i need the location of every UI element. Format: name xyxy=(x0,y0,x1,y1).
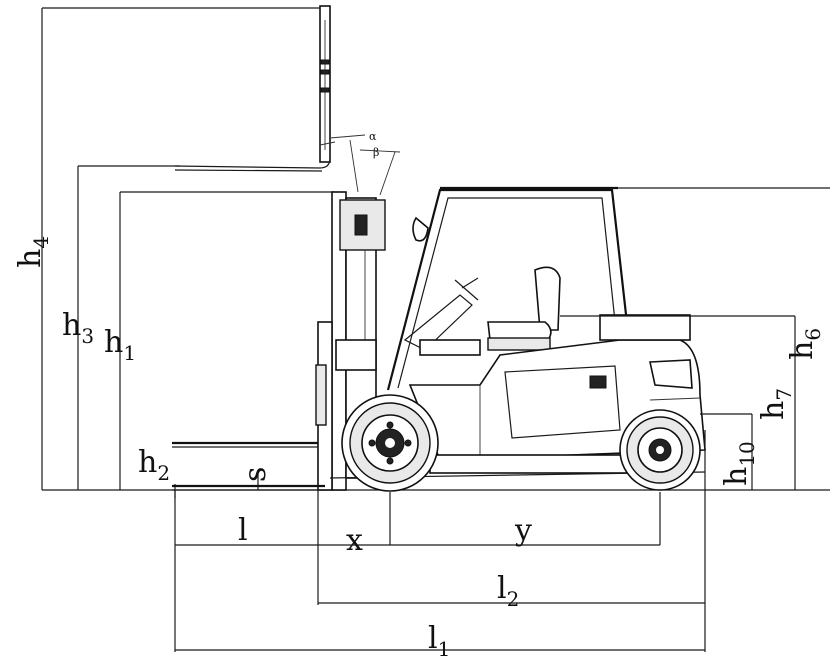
x-label: x xyxy=(346,523,363,558)
h4-dimension xyxy=(41,7,328,490)
h7-label: h7 xyxy=(756,388,796,420)
l-label: l xyxy=(238,513,248,548)
h4-label: h4 xyxy=(13,236,53,268)
s-label: s xyxy=(238,467,273,482)
bottom-dimensions xyxy=(174,430,706,652)
h2-label: h2 xyxy=(138,445,170,485)
front-wheel xyxy=(341,394,439,492)
overhead-guard xyxy=(386,186,830,391)
fork-carriage-lower xyxy=(315,321,333,491)
rear-wheel xyxy=(619,409,701,491)
h3-label: h3 xyxy=(62,308,94,348)
steering-column xyxy=(403,277,481,356)
h10-label: h10 xyxy=(719,441,759,486)
lowered-forks xyxy=(172,441,325,491)
h3-dimension xyxy=(77,165,180,490)
tilt-angle-marks: α β xyxy=(329,130,401,196)
alpha-label: α xyxy=(369,130,377,143)
y-label: y xyxy=(514,513,532,548)
l2-label: l2 xyxy=(497,571,519,611)
l1-label: l1 xyxy=(428,621,450,661)
raised-fork-carriage xyxy=(174,5,336,172)
operator-seat xyxy=(487,266,561,351)
h6-label: h6 xyxy=(785,328,825,360)
h1-dimension xyxy=(119,191,335,490)
right-dimensions xyxy=(560,315,796,490)
h1-label: h1 xyxy=(104,325,136,365)
beta-label: β xyxy=(373,146,379,159)
